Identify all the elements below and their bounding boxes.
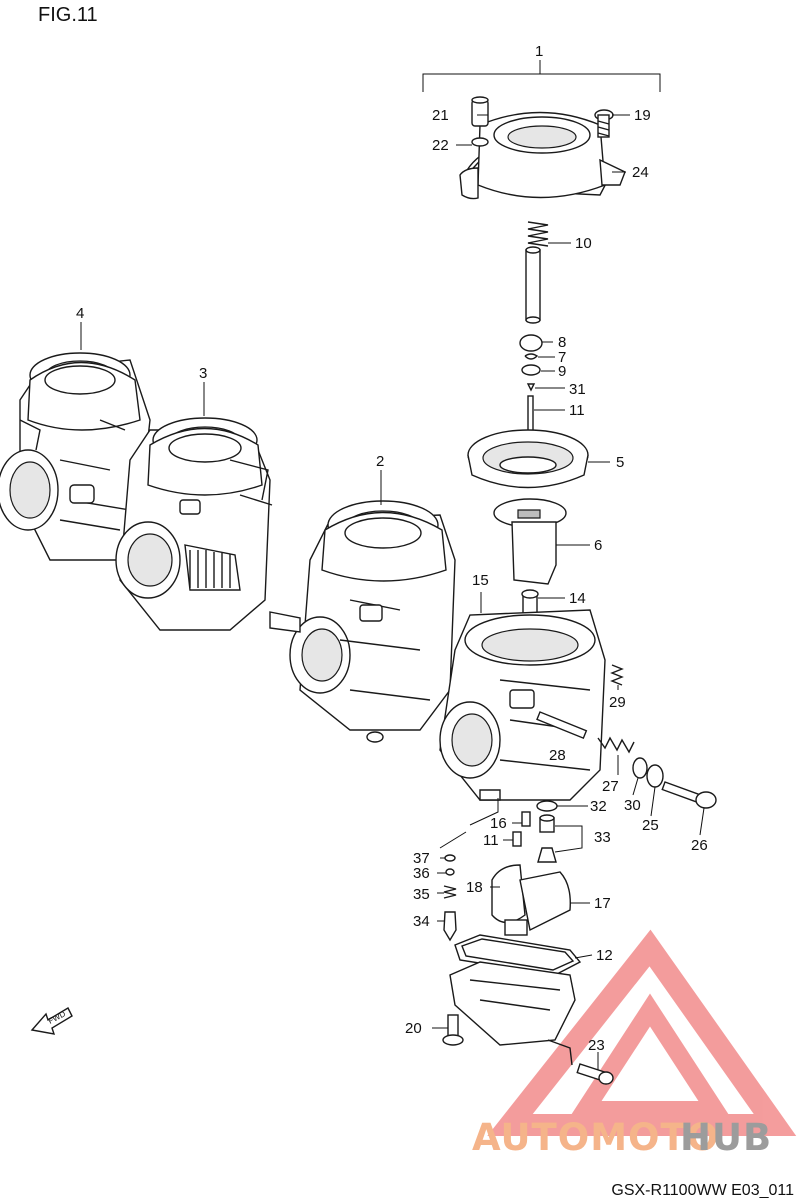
callout-14: 14 bbox=[569, 590, 586, 607]
float-bowl bbox=[449, 961, 576, 1066]
oring-25 bbox=[646, 764, 664, 788]
pilot-screw-set bbox=[443, 854, 457, 942]
figure-code: GSX-R1100WW E03_011 bbox=[611, 1182, 794, 1199]
callout-35: 35 bbox=[413, 886, 430, 903]
callout-11-lower: 11 bbox=[483, 832, 499, 849]
carburetor-2 bbox=[269, 500, 456, 743]
fwd-arrow-icon: FWD bbox=[30, 1007, 73, 1035]
pin-21 bbox=[471, 96, 489, 127]
callout-10: 10 bbox=[575, 235, 592, 252]
leader-lines bbox=[80, 114, 705, 1070]
callout-16: 16 bbox=[490, 815, 507, 832]
figure-title: FIG.11 bbox=[38, 4, 98, 26]
drain-screw-23 bbox=[576, 1063, 614, 1085]
gasket-12 bbox=[454, 934, 582, 976]
callout-6: 6 bbox=[594, 537, 602, 554]
callout-33: 33 bbox=[594, 829, 611, 846]
callout-31: 31 bbox=[569, 381, 586, 398]
ring-22 bbox=[471, 137, 489, 147]
spring-10 bbox=[525, 221, 549, 324]
callout-21: 21 bbox=[432, 107, 449, 124]
jet-11 bbox=[512, 831, 522, 847]
callout-19: 19 bbox=[634, 107, 651, 124]
callout-34: 34 bbox=[413, 913, 430, 930]
callout-26: 26 bbox=[691, 837, 708, 854]
callout-15: 15 bbox=[472, 572, 489, 589]
callout-1: 1 bbox=[535, 43, 543, 60]
watermark-text-part1: AUTOMOTO bbox=[472, 1116, 719, 1159]
callout-20: 20 bbox=[405, 1020, 422, 1037]
callout-25: 25 bbox=[642, 817, 659, 834]
callout-18: 18 bbox=[466, 879, 483, 896]
carburetor-4 bbox=[0, 352, 151, 561]
callout-2: 2 bbox=[376, 453, 384, 470]
screw-19 bbox=[594, 109, 614, 138]
callout-28: 28 bbox=[549, 747, 566, 764]
top-cap-24 bbox=[459, 111, 626, 200]
piston-6 bbox=[493, 498, 567, 585]
carburetor-3 bbox=[115, 417, 273, 631]
screw-26 bbox=[661, 781, 717, 809]
carburetor-main-body bbox=[439, 609, 606, 826]
callout-12: 12 bbox=[596, 947, 613, 964]
callout-3: 3 bbox=[199, 365, 207, 382]
washer-30 bbox=[632, 757, 648, 779]
callout-27: 27 bbox=[602, 778, 619, 795]
washer-32 bbox=[536, 800, 558, 812]
callout-29: 29 bbox=[609, 694, 626, 711]
callout-32: 32 bbox=[590, 798, 607, 815]
bracket-1 bbox=[422, 60, 661, 92]
callout-11-upper: 11 bbox=[569, 402, 585, 419]
callout-17: 17 bbox=[594, 895, 611, 912]
jets-33 bbox=[537, 814, 557, 863]
spring-27 bbox=[597, 736, 635, 754]
callout-8: 8 bbox=[558, 334, 566, 351]
float-18 bbox=[491, 864, 571, 936]
callout-7: 7 bbox=[558, 349, 566, 366]
callout-labels: 1 2 3 4 5 6 7 8 9 10 11 11 12 14 15 16 1… bbox=[76, 43, 708, 1054]
callout-36: 36 bbox=[413, 865, 430, 882]
callout-5: 5 bbox=[616, 454, 624, 471]
jet-16 bbox=[521, 811, 531, 827]
callout-9: 9 bbox=[558, 363, 566, 380]
callout-23: 23 bbox=[588, 1037, 605, 1054]
spring-29 bbox=[610, 664, 624, 686]
callout-24: 24 bbox=[632, 164, 649, 181]
diaphragm-5 bbox=[467, 429, 589, 489]
screw-20 bbox=[442, 1014, 464, 1046]
watermark-text-part2: HUB bbox=[680, 1116, 772, 1159]
callout-4: 4 bbox=[76, 305, 84, 322]
callout-22: 22 bbox=[432, 137, 449, 154]
callout-30: 30 bbox=[624, 797, 641, 814]
screw-28 bbox=[536, 711, 588, 740]
watermark-text: AUTOMOTO HUB bbox=[472, 1116, 772, 1159]
needle-parts bbox=[519, 334, 543, 445]
watermark-logo bbox=[487, 929, 797, 1136]
callout-37: 37 bbox=[413, 850, 430, 867]
